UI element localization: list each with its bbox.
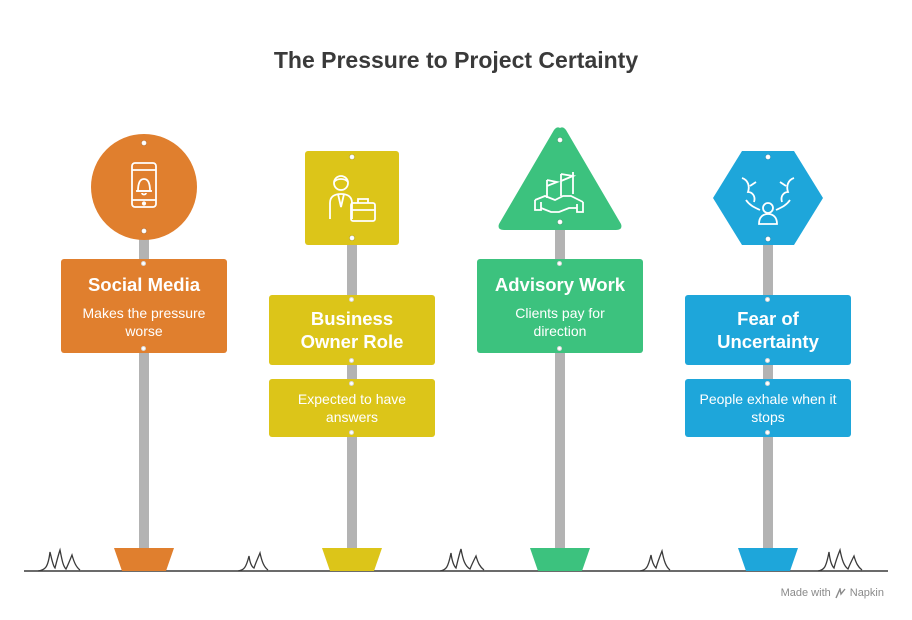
person-storm-icon — [741, 177, 795, 225]
handshake-flags-icon — [534, 172, 584, 213]
signpost-pole — [139, 235, 149, 550]
signpost-heading: Business Owner Role — [300, 308, 404, 352]
businessperson-briefcase-icon — [329, 175, 376, 222]
smartphone-bell-icon — [131, 162, 157, 208]
watermark-prefix: Made with — [780, 587, 831, 599]
signpost-base — [530, 548, 590, 571]
napkin-logo-icon — [835, 587, 846, 598]
signpost-fear-of-uncertainty-heading-card: Fear of Uncertainty — [685, 295, 851, 365]
circle-sign — [91, 134, 197, 240]
signpost-pole — [555, 228, 565, 550]
rivet — [765, 430, 770, 435]
watermark-brand: Napkin — [849, 587, 884, 599]
grass-tuft — [37, 547, 863, 572]
signpost-advisory-work-card: Advisory Work Clients pay for direction — [477, 259, 643, 353]
rivet — [349, 381, 354, 386]
signpost-business-owner-description-card: Expected to have answers — [269, 379, 435, 437]
signpost-social-media-card: Social Media Makes the pressure worse — [61, 259, 227, 353]
made-with-napkin-watermark[interactable]: Made with Napkin — [781, 587, 884, 599]
rivet — [141, 346, 146, 351]
rivet — [557, 346, 562, 351]
signpost-description: Expected to have answers — [297, 391, 407, 425]
signpost-description: Makes the pressure worse — [82, 304, 206, 339]
signpost-description: Clients pay for direction — [515, 304, 605, 339]
rivet — [765, 381, 770, 386]
signpost-base — [114, 548, 174, 571]
rivet — [765, 297, 770, 302]
signpost-base — [738, 548, 798, 571]
rivet — [349, 358, 354, 363]
signpost-heading: Social Media — [87, 273, 201, 295]
signpost-heading: Advisory Work — [494, 273, 626, 295]
rivet — [349, 430, 354, 435]
signpost-description: People exhale when it stops — [699, 391, 837, 425]
hexagon-sign — [713, 151, 823, 245]
rivet — [765, 358, 770, 363]
page-title: The Pressure to Project Certainty — [273, 47, 639, 73]
square-sign — [305, 151, 399, 245]
signpost-fear-of-uncertainty-description-card: People exhale when it stops — [685, 379, 851, 437]
rivet — [557, 261, 562, 266]
signpost-base — [322, 548, 382, 571]
signpost-heading: Fear of Uncertainty — [717, 308, 819, 352]
rivet — [141, 261, 146, 266]
rivet — [349, 297, 354, 302]
signpost-business-owner-heading-card: Business Owner Role — [269, 295, 435, 365]
triangle-sign — [498, 127, 622, 230]
